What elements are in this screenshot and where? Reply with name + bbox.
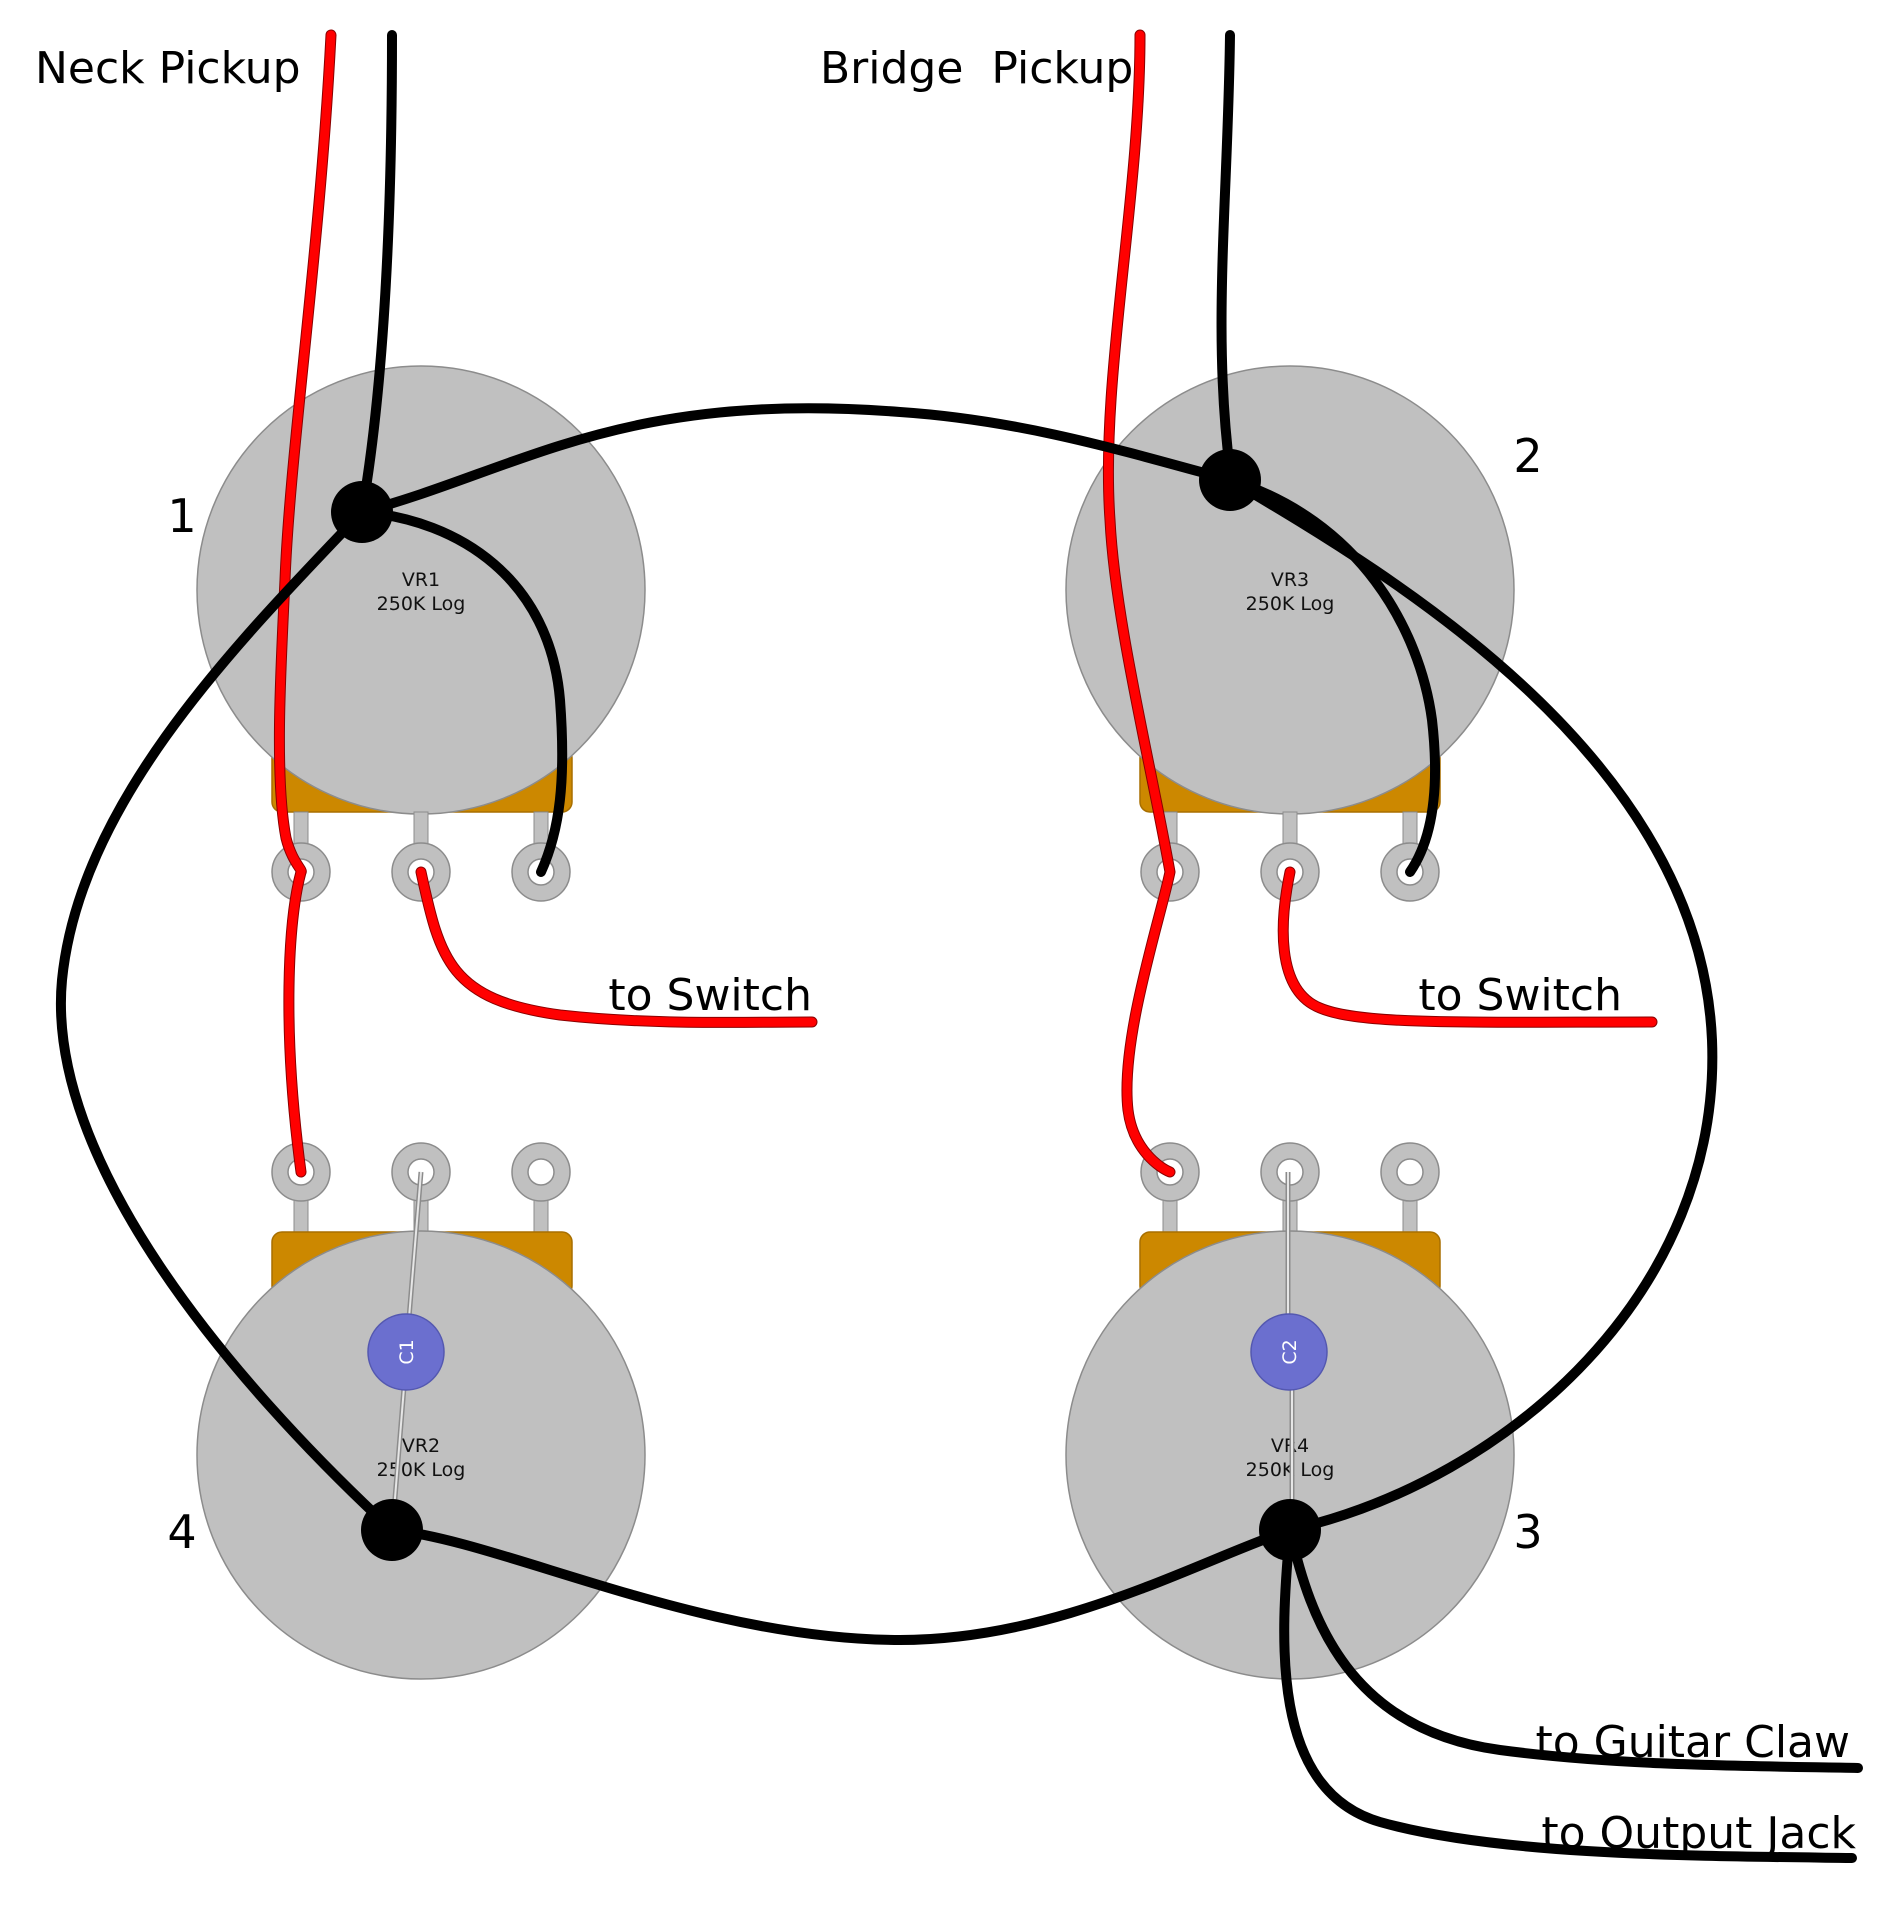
joint-number-3: 3 [1513, 1505, 1542, 1559]
to-switch-label-left: to Switch [608, 970, 812, 1021]
output-jack-ground-wire [1279, 1525, 1857, 1863]
bridge-pickup-label: Bridge Pickup [820, 43, 1133, 94]
bridge-pickup-ground-wire [1216, 30, 1235, 475]
hot-wires [273, 29, 1658, 1178]
pot-vr3-id: VR3 [1271, 569, 1309, 591]
ground-loop-2-to-3 [1225, 475, 1718, 1535]
neck-pickup-label: Neck Pickup [35, 43, 301, 94]
pot-vr1: VR1 250K Log [196, 365, 646, 902]
vr1-lug3-ground-wire [357, 507, 568, 877]
capacitor-c1: C1 [367, 1171, 445, 1536]
solder-joint-3 [1259, 1499, 1321, 1561]
ground-loop-1-to-2 [357, 403, 1235, 517]
joint-number-4: 4 [167, 1505, 196, 1559]
capacitor-c2-label: C2 [1279, 1339, 1301, 1364]
solder-joint-2 [1199, 449, 1261, 511]
solder-joint-1 [331, 481, 393, 543]
to-output-jack-label: to Output Jack [1541, 1808, 1856, 1859]
pot-vr2-id: VR2 [402, 1435, 440, 1457]
ground-loop-4-to-3 [387, 1525, 1295, 1645]
ground-wires [55, 30, 1863, 1863]
capacitor-c2: C2 [1250, 1172, 1328, 1535]
vr3-lug3-ground-wire [1225, 475, 1441, 877]
ground-loop-1-to-4 [55, 507, 397, 1535]
pot-vr2: VR2 250K Log [196, 1142, 646, 1680]
pot-vr1-value: 250K Log [377, 593, 466, 615]
joint-number-2: 2 [1513, 429, 1542, 483]
pot-vr2-value: 250K Log [377, 1459, 466, 1481]
neck-pickup-ground-wire [357, 30, 397, 517]
guitar-claw-ground-wire [1285, 1525, 1863, 1773]
pot-vr3: VR3 250K Log [1065, 365, 1515, 902]
capacitor-c1-label: C1 [396, 1339, 418, 1364]
capacitor-c1-body [367, 1313, 445, 1391]
to-guitar-claw-label: to Guitar Claw [1535, 1717, 1850, 1768]
to-switch-label-right: to Switch [1418, 970, 1622, 1021]
joint-number-1: 1 [167, 489, 196, 543]
solder-joint-4 [361, 1499, 423, 1561]
pot-vr3-value: 250K Log [1246, 593, 1335, 615]
capacitor-c2-body [1250, 1313, 1328, 1391]
pot-vr1-id: VR1 [402, 569, 440, 591]
